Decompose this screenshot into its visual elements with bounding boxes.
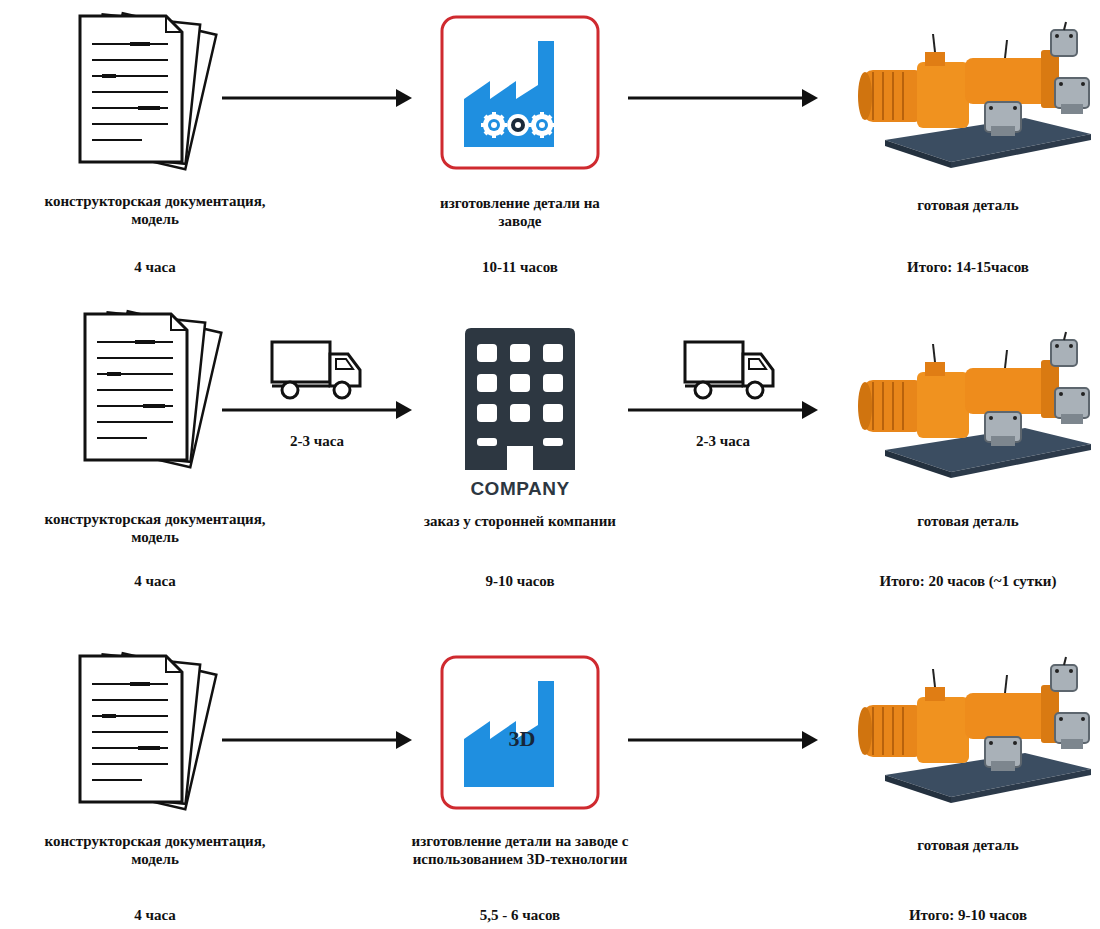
node-text: 5,5 - 6 часов	[440, 906, 600, 924]
node-title: конструкторская документация, модель	[25, 510, 285, 546]
edge-label: 2-3 часа	[287, 432, 347, 450]
pump-illustration	[858, 332, 1091, 478]
result-node: готовая детальИтого: 20 часов (~1 сутки)	[818, 325, 1098, 485]
company-building-icon	[465, 328, 575, 470]
flow-arrow	[222, 401, 412, 419]
node-text: 4 часа	[95, 258, 215, 276]
document-icon	[80, 653, 216, 809]
edge-label: 2-3 часа	[693, 432, 753, 450]
document-icon	[85, 311, 221, 467]
flow-arrow	[628, 731, 818, 749]
node-text: 4 часа	[95, 572, 215, 590]
factory-node: изготовление детали на заводе10-11 часов	[412, 12, 628, 174]
node-text: заказ у сторонней компании	[390, 512, 650, 530]
node-title: готовая деталь	[848, 836, 1088, 854]
document-node: конструкторская документация, модель4 ча…	[70, 8, 222, 170]
node-text: 9-10 часов	[450, 572, 590, 590]
factory-icon	[442, 17, 598, 168]
node-text: Итого: 9-10 часов	[848, 906, 1088, 924]
node-title: COMPANY	[420, 478, 620, 501]
flow-arrow	[222, 89, 412, 107]
node-title: конструкторская документация, модель	[25, 192, 285, 228]
node-title: готовая деталь	[848, 512, 1088, 530]
result-node: готовая детальИтого: 14-15часов	[818, 12, 1098, 174]
document-node: конструкторская документация, модель4 ча…	[70, 305, 222, 465]
pump-illustration	[858, 22, 1091, 168]
node-text: Итого: 20 часов (~1 сутки)	[848, 572, 1088, 590]
result-node: готовая детальИтого: 9-10 часов	[818, 652, 1098, 812]
node-text: 4 часа	[95, 906, 215, 924]
company-node: COMPANYзаказ у сторонней компании9-10 ча…	[412, 318, 628, 504]
factory-3d-icon	[442, 657, 598, 808]
flow-arrow	[222, 731, 412, 749]
node-title: 3D	[482, 726, 562, 752]
node-title: готовая деталь	[848, 196, 1088, 214]
truck-icon	[272, 342, 360, 398]
node-text: 10-11 часов	[450, 258, 590, 276]
document-node: конструкторская документация, модель4 ча…	[70, 648, 222, 810]
document-icon	[80, 13, 216, 169]
pump-illustration	[858, 657, 1091, 803]
flow-arrow	[628, 89, 818, 107]
factory-3d-node: 3Dизготовление детали на заводе с исполь…	[412, 652, 628, 814]
node-text: изготовление детали на заводе с использо…	[405, 832, 635, 868]
truck-icon	[685, 342, 773, 398]
node-title: конструкторская документация, модель	[25, 832, 285, 868]
node-text: Итого: 14-15часов	[848, 258, 1088, 276]
node-title: изготовление детали на заводе	[435, 194, 605, 230]
flow-arrow	[628, 401, 818, 419]
